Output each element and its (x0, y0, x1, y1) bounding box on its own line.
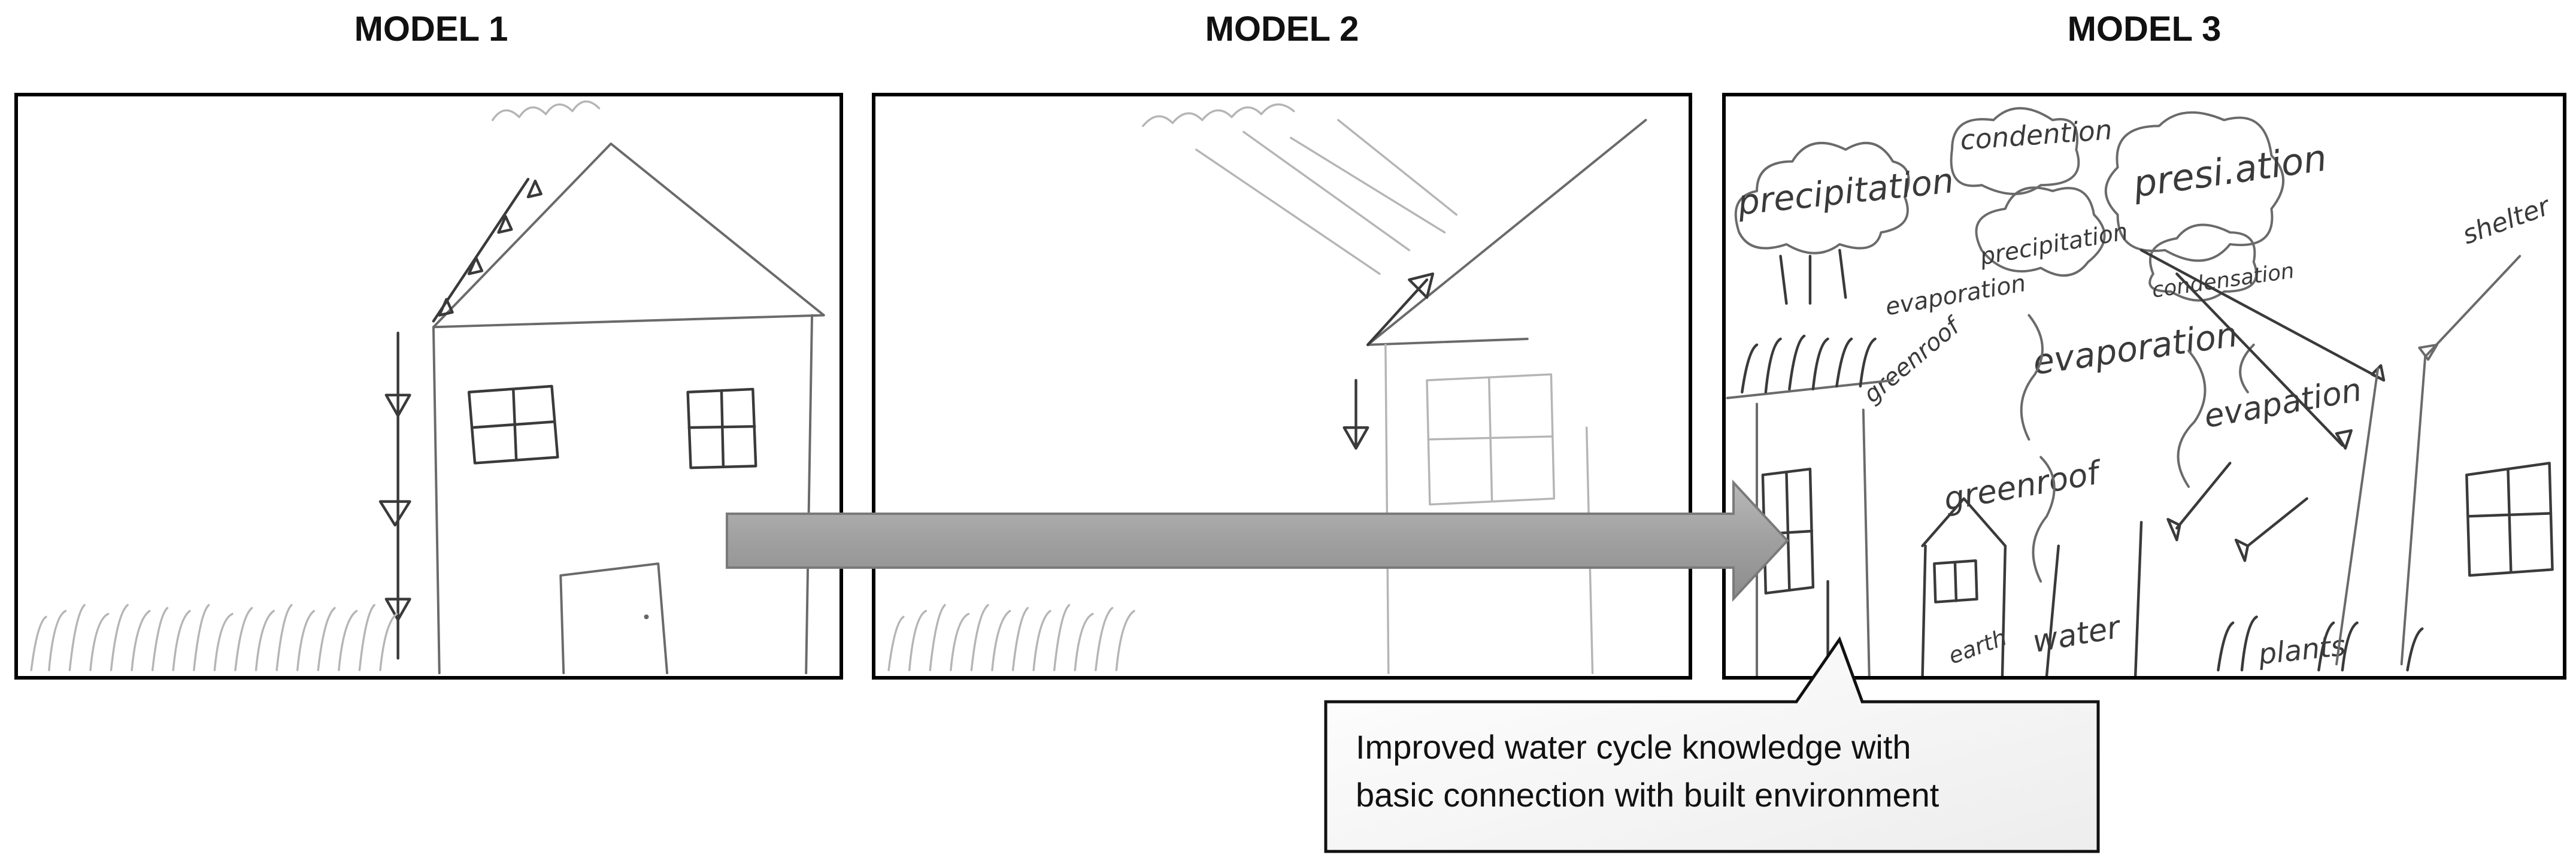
window-icon (686, 387, 757, 469)
label-precipitation-right: presi.ation (2130, 137, 2329, 206)
door-knob (644, 614, 649, 620)
evaporation-swirls (2020, 314, 2255, 583)
callout-text: Improved water cycle knowledge with basi… (1326, 702, 2098, 851)
label-green-roof-top: greenroof (1858, 311, 1967, 408)
label-evaporation-right: evapation (2201, 371, 2365, 435)
roof (432, 143, 825, 329)
label-condensation-mid: condensation (2150, 259, 2296, 303)
model-3-title: MODEL 3 (2067, 10, 2222, 48)
window-icon (1426, 373, 1556, 506)
rain-lines (1195, 119, 1458, 275)
cloud-icon (1142, 103, 1295, 128)
window-icon (2465, 462, 2554, 577)
window-icon (467, 384, 559, 465)
model-2-sketch (887, 103, 1647, 674)
label-plants: plants (2256, 629, 2347, 671)
label-evaporation-left: evaporation (1883, 269, 2028, 321)
cloud-icon (491, 100, 601, 122)
callout-line-1: Improved water cycle knowledge with (1356, 728, 1911, 766)
green-roof-grass (1741, 334, 1877, 394)
label-evaporation-center: evaporation (2031, 314, 2240, 383)
model-3-sketch: precipitation condention presi.ation pre… (1726, 107, 2556, 676)
cloud-icon (2104, 111, 2284, 262)
roof (1366, 119, 1647, 346)
small-house (1921, 497, 2007, 676)
label-green-roof-house: greenroof (1941, 453, 2105, 519)
model-1-sketch (30, 100, 825, 675)
plants-grass (2217, 616, 2424, 672)
label-shelter: shelter (2459, 191, 2556, 251)
cloud-icon (1975, 186, 2106, 277)
house-walls (432, 314, 814, 675)
rain-arrow-icon (1366, 272, 1435, 347)
shelter-structure (2335, 254, 2522, 666)
grass (30, 604, 398, 671)
cloud-icon (1950, 107, 2080, 195)
cloud-icon (2148, 223, 2257, 302)
down-arrow-icon (1342, 378, 1369, 450)
grass (887, 604, 1135, 671)
label-earth: earth (1945, 624, 2010, 669)
door (559, 562, 669, 675)
model-3-drawing: precipitation condention presi.ation pre… (1722, 93, 2566, 680)
rain-arrow-icon (378, 178, 543, 660)
callout-line-2: basic connection with built environment (1356, 776, 1939, 814)
rain-lines (1779, 248, 1847, 305)
label-precipitation-mid: precipitation (1977, 218, 2130, 271)
model-1-title: MODEL 1 (354, 10, 508, 48)
window-icon (1761, 468, 1815, 595)
model-2-drawing (872, 93, 1692, 680)
model-2-title: MODEL 2 (1205, 10, 1359, 48)
roof-line (1726, 379, 1895, 399)
label-precipitation-left: precipitation (1735, 160, 1956, 223)
rain-arrow-icon (2139, 248, 2386, 450)
flow-arrow-icon (2166, 462, 2308, 562)
label-water: water (2030, 609, 2124, 660)
cloud-icon (1734, 141, 1910, 254)
model-1-drawing (14, 93, 843, 680)
